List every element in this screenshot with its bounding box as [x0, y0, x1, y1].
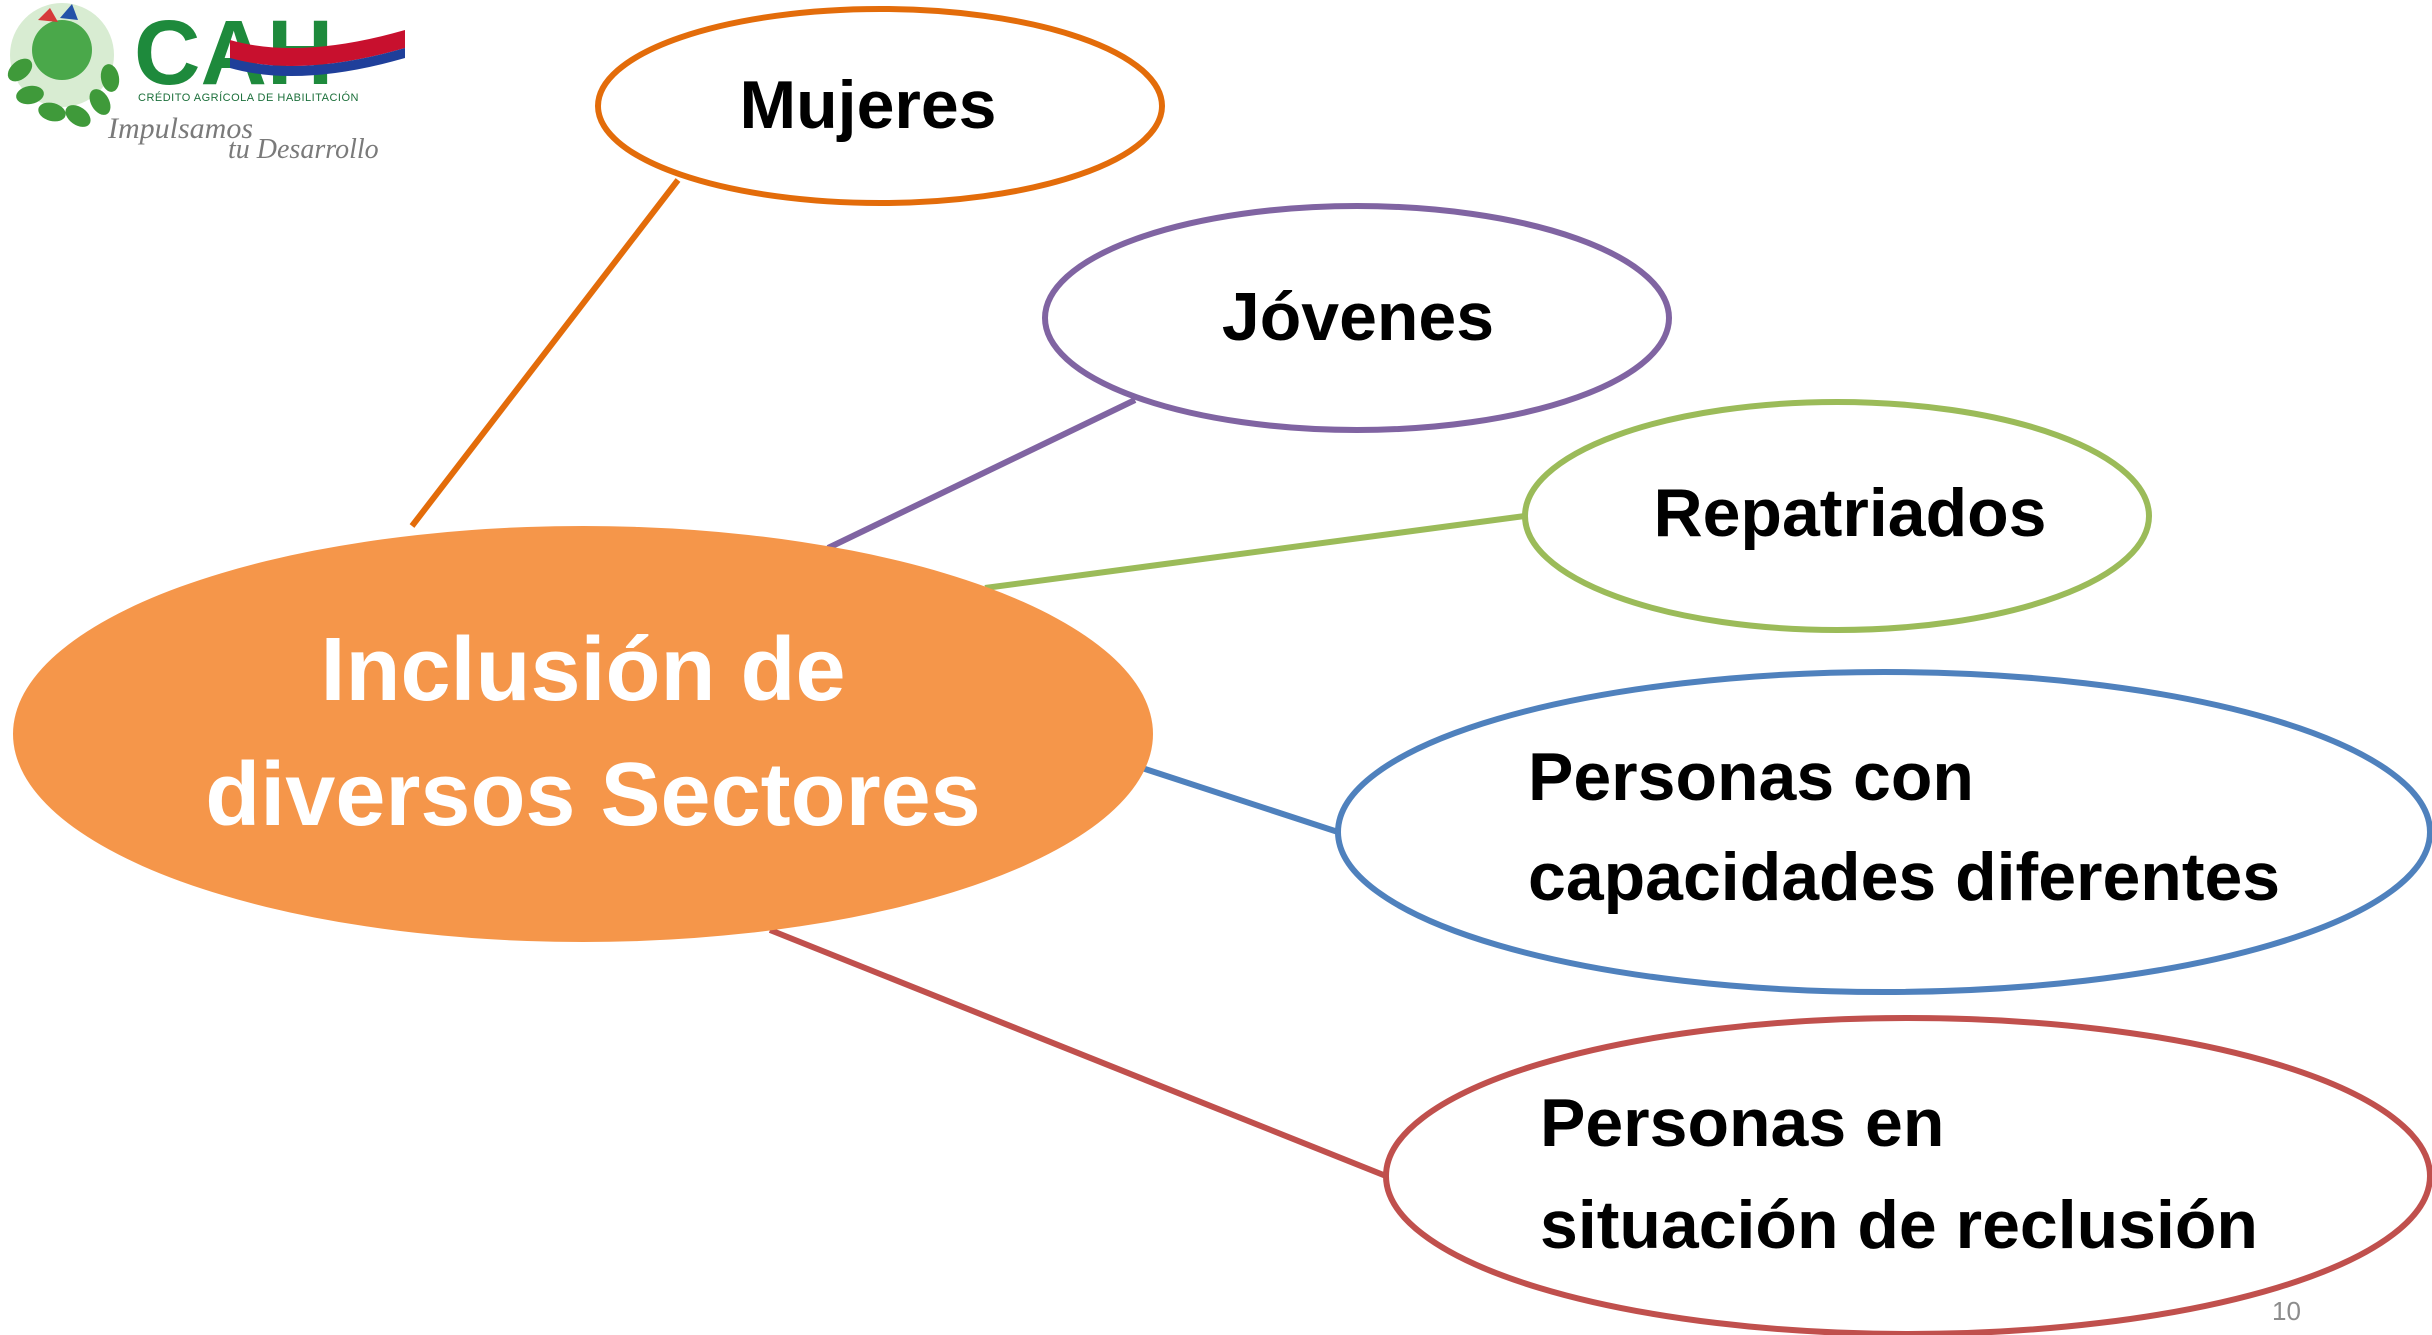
connector-capacidades: [1141, 765, 1339, 835]
node-reclusion-line1: Personas en: [1540, 1085, 1944, 1161]
node-reclusion: [1383, 1015, 2432, 1335]
logo-slogan-line1: Impulsamos: [108, 112, 254, 145]
connector-mujeres: [409, 178, 681, 528]
page-number: 10: [2272, 1296, 2301, 1326]
center-node-line1: Inclusión de: [320, 620, 845, 720]
node-mujeres-label: Mujeres: [740, 67, 997, 143]
logo-emblem-icon: CAH: [7, 2, 405, 127]
node-jovenes-label: Jóvenes: [1222, 279, 1494, 355]
center-node-line2: diversos Sectores: [205, 745, 980, 845]
connector-repatriados: [984, 513, 1526, 591]
node-capacidades: [1335, 669, 2432, 995]
node-repatriados: [1522, 399, 2152, 633]
logo-subtitle: CRÉDITO AGRÍCOLA DE HABILITACIÓN: [138, 92, 359, 104]
node-repatriados-label: Repatriados: [1654, 475, 2047, 551]
cah-logo: CAH CRÉDITO AGRÍCOLA DE HABILITACIÓN Imp…: [0, 0, 410, 165]
connector-jovenes: [826, 397, 1137, 551]
node-jovenes: [1042, 203, 1672, 433]
node-reclusion-line2: situación de reclusión: [1540, 1187, 2258, 1263]
node-mujeres: [595, 6, 1165, 206]
logo-slogan-line2: tu Desarrollo: [228, 134, 379, 165]
node-capacidades-line2: capacidades diferentes: [1528, 839, 2280, 915]
center-node: [13, 526, 1153, 942]
connector-reclusion: [768, 927, 1388, 1179]
node-capacidades-line1: Personas con: [1528, 739, 1974, 815]
